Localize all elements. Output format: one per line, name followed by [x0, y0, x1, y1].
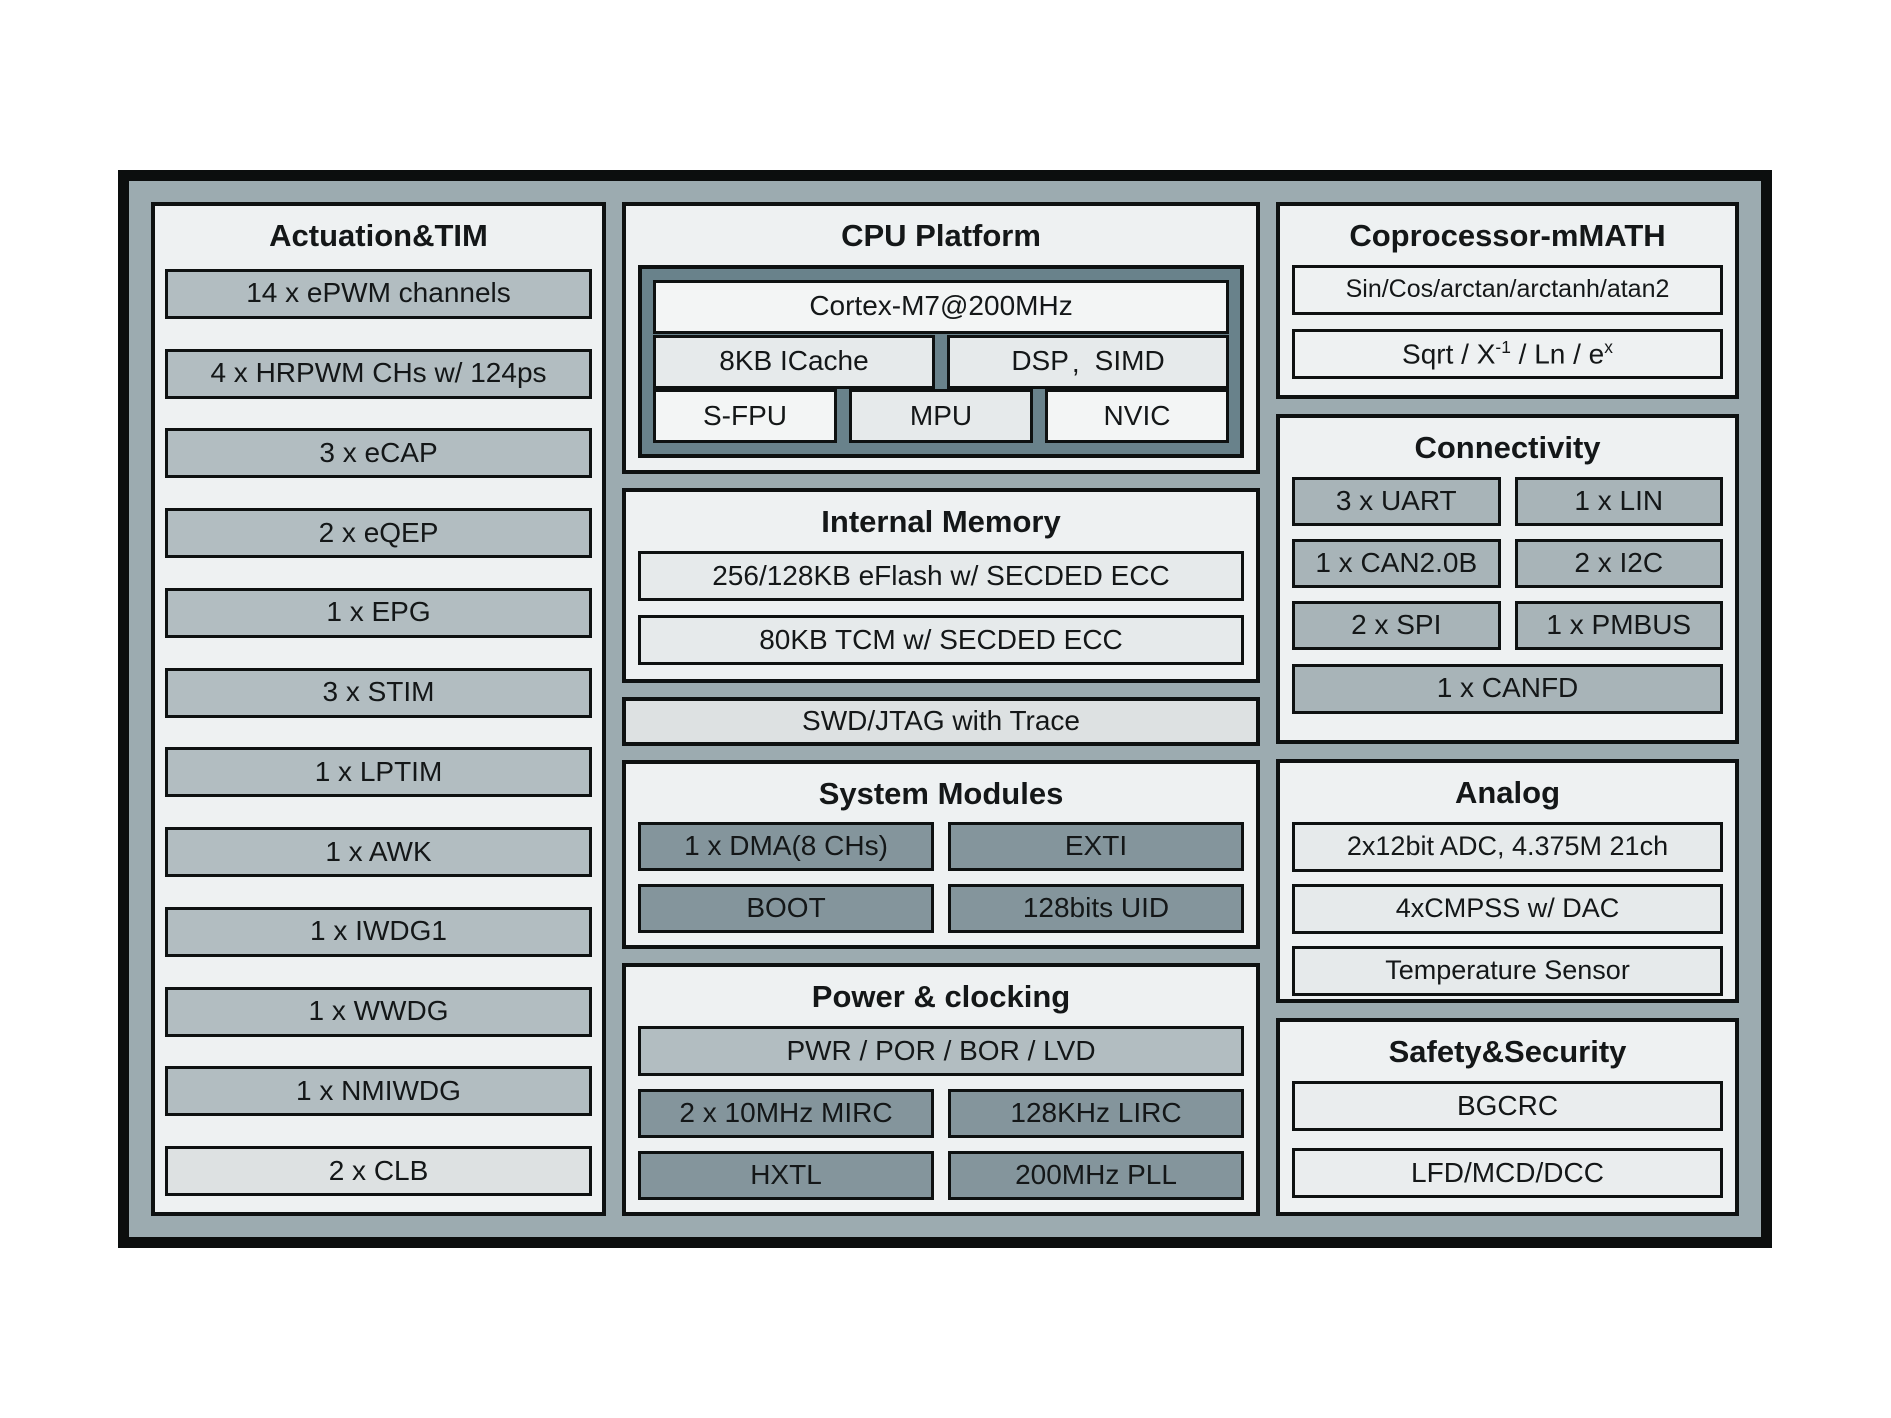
- module-box-eqep: 2 x eQEP: [165, 508, 592, 558]
- module-box-tempsensor: Temperature Sensor: [1292, 946, 1723, 996]
- module-box-ecap: 3 x eCAP: [165, 428, 592, 479]
- module-box-hrpwm: 4 x HRPWM CHs w/ 124ps: [165, 348, 592, 399]
- module-box-lin: 1 x LIN: [1514, 476, 1723, 526]
- module-box-awk: 1 x AWK: [165, 827, 592, 877]
- superscript-minus-one: -1: [1495, 336, 1511, 357]
- clocking-grid: 2 x 10MHz MIRC 128KHz LIRC HXTL 200MHz P…: [638, 1089, 1244, 1200]
- module-box-trig: Sin/Cos/arctan/arctanh/atan2: [1292, 264, 1723, 315]
- module-box-mpu: MPU: [849, 389, 1033, 444]
- module-box-cmpss: 4xCMPSS w/ DAC: [1292, 884, 1723, 934]
- module-box-boot: BOOT: [638, 884, 934, 934]
- cpu-panel-title: CPU Platform: [841, 218, 1041, 253]
- system-modules-panel: System Modules 1 x DMA(8 CHs) EXTI BOOT …: [622, 759, 1260, 950]
- system-panel-title: System Modules: [818, 775, 1064, 811]
- connectivity-panel: Connectivity 3 x UART 1 x LIN 1 x CAN2.0…: [1276, 413, 1739, 745]
- module-box-lptim: 1 x LPTIM: [165, 747, 592, 798]
- cpu-row-3: S-FPU MPU NVIC: [653, 389, 1229, 444]
- module-box-math: Sqrt / X-1 / Ln / ex: [1292, 328, 1723, 379]
- middle-column: CPU Platform Cortex-M7@200MHz 8KB ICache…: [622, 202, 1260, 1216]
- module-box-spi: 2 x SPI: [1292, 600, 1501, 650]
- module-box-wwdg: 1 x WWDG: [165, 986, 592, 1037]
- module-box-tcm: 80KB TCM w/ SECDED ECC: [638, 615, 1244, 665]
- power-clocking-panel: Power & clocking PWR / POR / BOR / LVD 2…: [622, 963, 1260, 1216]
- cpu-platform-panel: CPU Platform Cortex-M7@200MHz 8KB ICache…: [622, 202, 1260, 475]
- module-box-stim: 3 x STIM: [165, 667, 592, 718]
- module-box-cortex: Cortex-M7@200MHz: [653, 279, 1229, 334]
- chip-frame: Actuation&TIM 14 x ePWM channels 4 x HRP…: [118, 170, 1772, 1248]
- right-column: Coprocessor-mMATH Sin/Cos/arctan/arctanh…: [1276, 202, 1739, 1216]
- module-box-canfd: 1 x CANFD: [1292, 663, 1723, 714]
- canfd-wrap: 1 x CANFD: [1292, 663, 1723, 714]
- math-functions-label: Sqrt / X-1 / Ln / ex: [1402, 336, 1613, 370]
- module-box-nvic: NVIC: [1045, 389, 1229, 444]
- safety-items: BGCRC LFD/MCD/DCC: [1292, 1081, 1723, 1198]
- dsp-simd-label: DSP,SIMD: [1011, 345, 1165, 379]
- ideographic-comma: ,: [1071, 347, 1080, 379]
- module-box-clb: 2 x CLB: [165, 1146, 592, 1196]
- module-box-uid: 128bits UID: [948, 884, 1244, 934]
- swd-jtag-bar: SWD/JTAG with Trace: [622, 697, 1260, 746]
- actuation-items: 14 x ePWM channels 4 x HRPWM CHs w/ 124p…: [155, 265, 602, 1212]
- module-box-dma: 1 x DMA(8 CHs): [638, 822, 934, 872]
- module-box-pwr: PWR / POR / BOR / LVD: [638, 1026, 1244, 1076]
- module-box-nmiwdg: 1 x NMIWDG: [165, 1066, 592, 1117]
- module-box-iwdg1: 1 x IWDG1: [165, 906, 592, 957]
- coprocessor-items: Sin/Cos/arctan/arctanh/atan2 Sqrt / X-1 …: [1292, 264, 1723, 379]
- module-box-eflash: 256/128KB eFlash w/ SECDED ECC: [638, 551, 1244, 601]
- actuation-panel-title: Actuation&TIM: [269, 218, 488, 253]
- cpu-core-container: Cortex-M7@200MHz 8KB ICache DSP,SIMD S-F…: [638, 264, 1244, 459]
- memory-items: 256/128KB eFlash w/ SECDED ECC 80KB TCM …: [638, 551, 1244, 665]
- internal-memory-panel: Internal Memory 256/128KB eFlash w/ SECD…: [622, 488, 1260, 683]
- module-box-dsp-simd: DSP,SIMD: [947, 334, 1229, 389]
- module-box-mirc: 2 x 10MHz MIRC: [638, 1089, 934, 1138]
- connectivity-panel-title: Connectivity: [1414, 429, 1601, 465]
- cpu-row-2: 8KB ICache DSP,SIMD: [653, 334, 1229, 389]
- safety-panel-title: Safety&Security: [1388, 1034, 1627, 1070]
- superscript-x: x: [1604, 336, 1613, 357]
- module-box-exti: EXTI: [948, 822, 1244, 872]
- module-box-lirc: 128KHz LIRC: [948, 1089, 1244, 1138]
- module-box-can: 1 x CAN2.0B: [1292, 538, 1501, 588]
- memory-panel-title: Internal Memory: [821, 504, 1061, 540]
- module-box-icache: 8KB ICache: [653, 334, 935, 389]
- analog-panel: Analog 2x12bit ADC, 4.375M 21ch 4xCMPSS …: [1276, 759, 1739, 1004]
- coprocessor-panel-title: Coprocessor-mMATH: [1349, 218, 1666, 253]
- module-box-pll: 200MHz PLL: [948, 1151, 1244, 1200]
- module-box-lfd: LFD/MCD/DCC: [1292, 1148, 1723, 1198]
- analog-panel-title: Analog: [1454, 775, 1561, 811]
- module-box-epg: 1 x EPG: [165, 587, 592, 638]
- module-box-uart: 3 x UART: [1292, 476, 1501, 526]
- power-panel-title: Power & clocking: [811, 979, 1071, 1015]
- module-box-adc: 2x12bit ADC, 4.375M 21ch: [1292, 822, 1723, 872]
- module-box-i2c: 2 x I2C: [1514, 538, 1723, 588]
- safety-security-panel: Safety&Security BGCRC LFD/MCD/DCC: [1276, 1018, 1739, 1216]
- system-modules-grid: 1 x DMA(8 CHs) EXTI BOOT 128bits UID: [638, 822, 1244, 934]
- actuation-tim-panel: Actuation&TIM 14 x ePWM channels 4 x HRP…: [151, 202, 606, 1216]
- module-box-bgcrc: BGCRC: [1292, 1081, 1723, 1131]
- module-box-sfpu: S-FPU: [653, 389, 837, 444]
- module-box-hxtl: HXTL: [638, 1151, 934, 1200]
- coprocessor-panel: Coprocessor-mMATH Sin/Cos/arctan/arctanh…: [1276, 202, 1739, 399]
- module-box-pmbus: 1 x PMBUS: [1514, 600, 1723, 650]
- module-box-epwm: 14 x ePWM channels: [165, 268, 592, 319]
- connectivity-grid: 3 x UART 1 x LIN 1 x CAN2.0B 2 x I2C 2 x…: [1292, 476, 1723, 650]
- analog-items: 2x12bit ADC, 4.375M 21ch 4xCMPSS w/ DAC …: [1292, 822, 1723, 996]
- power-bar-wrap: PWR / POR / BOR / LVD: [638, 1026, 1244, 1076]
